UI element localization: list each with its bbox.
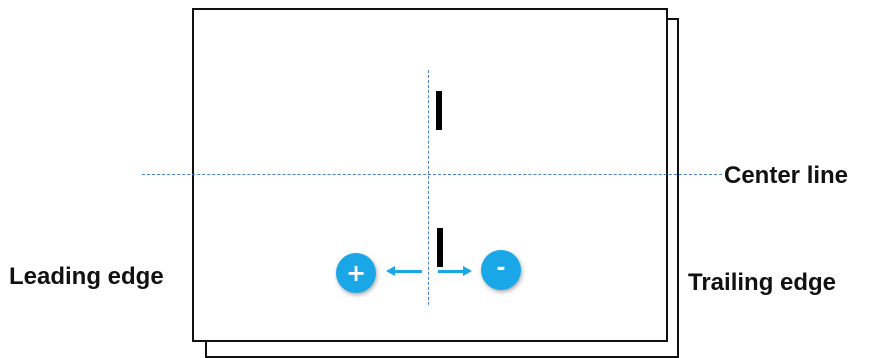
trailing-edge-label: Trailing edge [688,269,837,296]
bottom-registration-mark [437,228,443,267]
arrow-right-icon [438,266,472,276]
top-registration-mark [436,91,442,130]
arrow-left-icon [386,266,422,276]
leading-edge-label: Leading edge [9,263,164,290]
center-line-label: Center line [724,162,849,189]
plus-badge: + [336,253,376,293]
sheet-front [192,8,668,342]
vertical-center-guide [428,70,429,305]
minus-badge: - [481,250,521,290]
horizontal-center-line [142,174,722,175]
